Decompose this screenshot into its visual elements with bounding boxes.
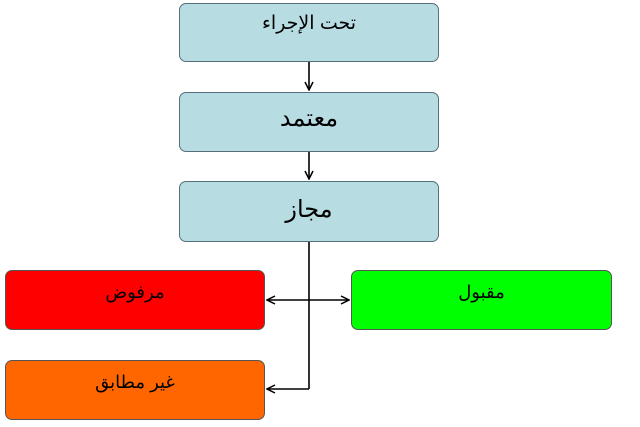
node-label: تحت الإجراء <box>261 13 357 34</box>
node-approved: معتمد <box>179 92 439 152</box>
node-label: معتمد <box>279 105 339 132</box>
node-permitted: مجاز <box>179 181 439 242</box>
node-rejected: مرفوض <box>5 270 265 330</box>
node-label: مجاز <box>285 196 333 223</box>
node-label: غير مطابق <box>95 372 175 392</box>
node-label: مقبول <box>458 282 505 302</box>
node-nonconforming: غير مطابق <box>5 360 265 420</box>
node-under-procedure: تحت الإجراء <box>179 3 439 62</box>
node-label: مرفوض <box>105 282 165 302</box>
node-accepted: مقبول <box>351 270 612 330</box>
